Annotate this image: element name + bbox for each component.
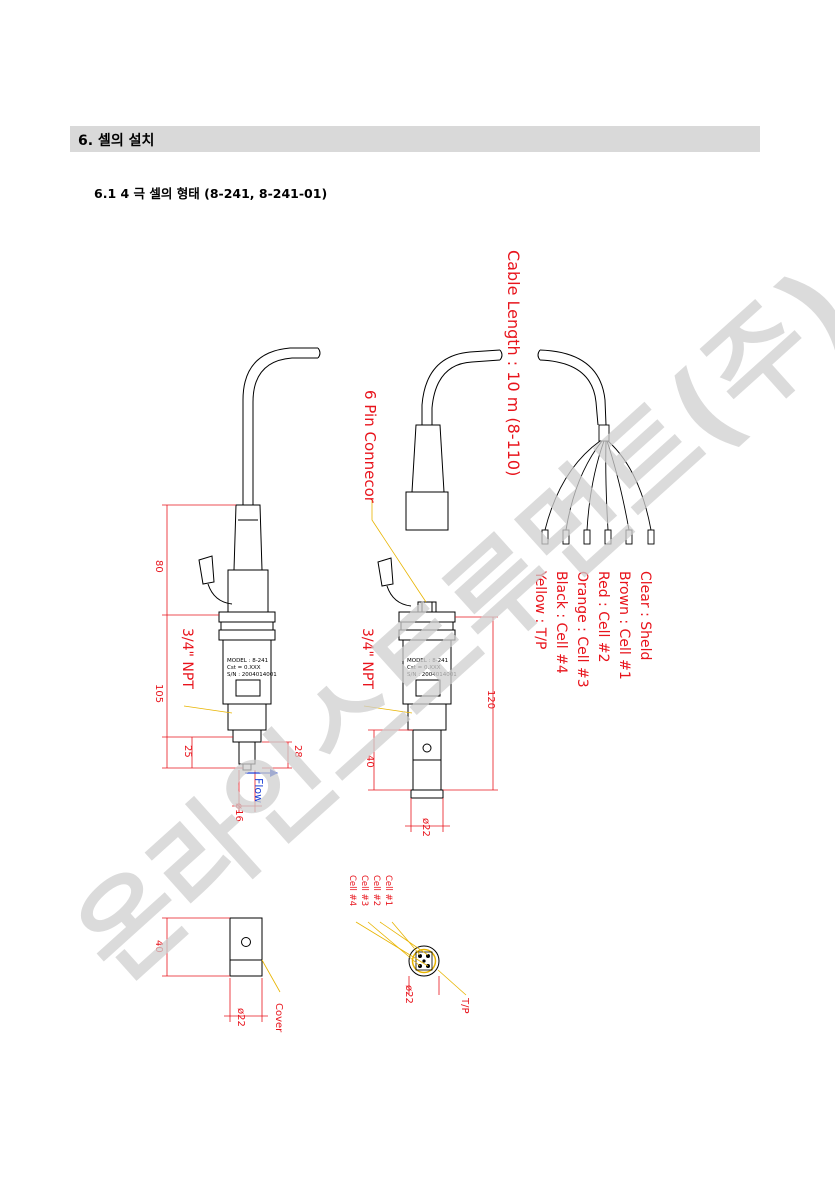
wire-legend: Clear : Sheld Brown : Cell #1 Red : Cell… bbox=[532, 570, 653, 688]
left-dimension-lines bbox=[162, 504, 292, 812]
cable-length-label: Cable Length : 10 m (8-110) bbox=[504, 250, 523, 476]
npt-left-label: 3/4" NPT bbox=[179, 628, 195, 689]
right-nameplate-model: MODEL : 8-241 bbox=[407, 658, 448, 664]
left-nameplate: MODEL : 8-241 Cst = 0.XXX S/N : 20040140… bbox=[227, 658, 277, 678]
wire-terminals bbox=[541, 529, 655, 545]
flow-arrow-icon bbox=[245, 769, 278, 777]
dim-120: 120 bbox=[485, 690, 496, 709]
wire-fanout bbox=[544, 424, 652, 531]
cover-drawing bbox=[229, 917, 263, 977]
wire-legend-item: Yellow : T/P bbox=[532, 570, 548, 649]
right-nameplate: MODEL : 8-241 Cst = 0.XXX S/N : 20040140… bbox=[407, 658, 457, 678]
connector-dimension-lines bbox=[408, 976, 440, 995]
left-nameplate-serial: S/N : 2004014001 bbox=[227, 672, 277, 678]
cover-dim-40: 40 bbox=[153, 940, 164, 953]
left-sensor-drawing bbox=[198, 347, 321, 771]
right-sensor-drawing bbox=[377, 349, 607, 799]
cover-label: Cover bbox=[273, 1003, 284, 1033]
right-nameplate-constant: Cst = 0.XXX bbox=[407, 665, 441, 671]
connector-face-drawing bbox=[408, 945, 440, 977]
section-header-bar: 6. 셀의 설치 bbox=[70, 126, 760, 152]
subsection-title: 6.1 4 극 셀의 형태 (8-241, 8-241-01) bbox=[94, 186, 328, 201]
dim-25: 25 bbox=[182, 745, 193, 758]
dim-16: ø16 bbox=[233, 803, 244, 822]
right-nameplate-serial: S/N : 2004014001 bbox=[407, 672, 457, 678]
pin-label: Cell #1 bbox=[383, 875, 393, 906]
npt-right-label: 3/4" NPT bbox=[359, 628, 375, 689]
flow-label: Flow bbox=[252, 778, 265, 803]
dim-28: 28 bbox=[292, 745, 303, 758]
tp-label: T/P bbox=[459, 997, 470, 1014]
dim-80: 80 bbox=[153, 560, 164, 573]
wire-legend-item: Clear : Sheld bbox=[637, 571, 653, 660]
dim-22: ø22 bbox=[420, 818, 431, 837]
cover-dim-22: ø22 bbox=[235, 1008, 246, 1027]
wire-legend-item: Black : Cell #4 bbox=[553, 571, 569, 674]
wire-legend-item: Brown : Cell #1 bbox=[616, 571, 632, 680]
section-title: 6. 셀의 설치 bbox=[78, 133, 155, 149]
pin-label: Cell #3 bbox=[359, 875, 369, 906]
connector-pin-labels: Cell #1 Cell #2 Cell #3 Cell #4 bbox=[347, 875, 393, 906]
pin-connector-label: 6 Pin Connecor bbox=[361, 390, 379, 504]
pin-label: Cell #4 bbox=[347, 875, 357, 906]
cover-dimension-lines bbox=[162, 917, 281, 1022]
wire-legend-item: Red : Cell #2 bbox=[595, 571, 611, 662]
dim-40: 40 bbox=[364, 755, 375, 768]
wire-legend-item: Orange : Cell #3 bbox=[574, 571, 590, 688]
left-nameplate-constant: Cst = 0.XXX bbox=[227, 665, 261, 671]
right-dimension-lines bbox=[363, 500, 498, 832]
pin-label: Cell #2 bbox=[371, 875, 381, 906]
connector-leaders bbox=[355, 921, 467, 996]
dim-105: 105 bbox=[153, 684, 164, 703]
left-nameplate-model: MODEL : 8-241 bbox=[227, 658, 268, 664]
connector-dim-22: ø22 bbox=[403, 985, 414, 1004]
